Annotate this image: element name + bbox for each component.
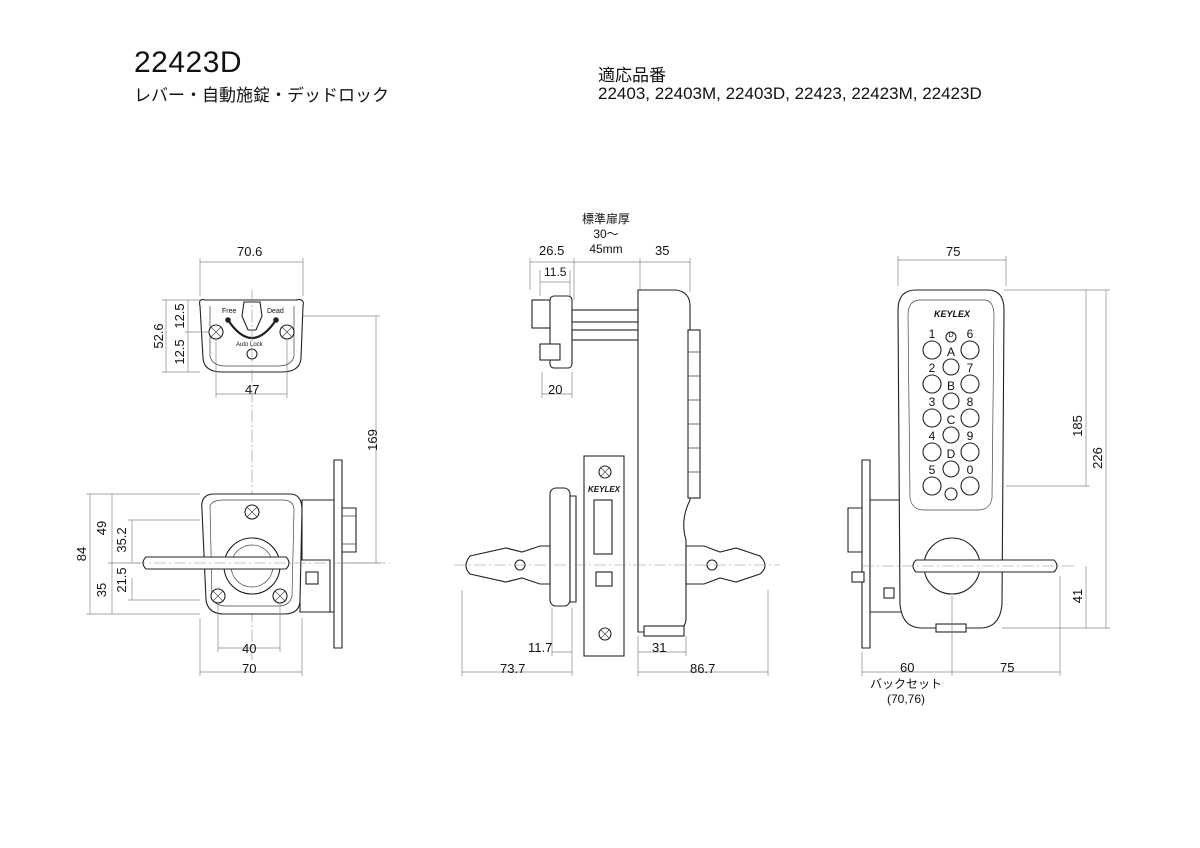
model-description: レバー・自動施錠・デッドロック — [134, 86, 389, 106]
key-B-button[interactable] — [942, 392, 960, 410]
key-4-button[interactable] — [922, 442, 942, 462]
dim-inside-width: 70 — [242, 661, 256, 676]
key-5-button[interactable] — [922, 476, 942, 496]
key-right-8-label: 8 — [967, 395, 974, 409]
dim-inside-upper2: 35.2 — [114, 527, 129, 552]
label-dead: Dead — [267, 308, 284, 315]
dim-lever: 75 — [1000, 660, 1014, 675]
key-right-7-label: 7 — [967, 361, 974, 375]
key-2-button[interactable] — [922, 374, 942, 394]
key-3-button[interactable] — [922, 408, 942, 428]
key-mid-A-label: A — [947, 345, 955, 359]
key-9-button[interactable] — [960, 442, 980, 462]
dim-86-7: 86.7 — [690, 661, 715, 676]
key-top-indicator-label: D — [948, 332, 953, 339]
cylinder-view: Free Dead Auto Lock 70.6 47 52.6 12.5 12… — [151, 244, 304, 660]
dim-backset: 60 — [900, 660, 914, 675]
dim-front-41: 41 — [1070, 589, 1085, 603]
dim-11-7: 11.7 — [528, 640, 552, 655]
dim-front-185: 185 — [1070, 415, 1085, 437]
key-left-2-label: 2 — [929, 361, 936, 375]
key-left-5-label: 5 — [929, 463, 936, 477]
dim-11-5: 11.5 — [544, 265, 567, 279]
dim-26-5: 26.5 — [539, 243, 564, 258]
key-D-button[interactable] — [942, 460, 960, 478]
door-thickness-label: 標準扉厚 — [582, 211, 630, 226]
dim-center-to-top: 169 — [365, 429, 380, 451]
key-left-4-label: 4 — [929, 429, 936, 443]
key-top-indicator — [945, 331, 957, 343]
dim-front-width: 75 — [946, 244, 960, 259]
dim-31: 31 — [652, 640, 666, 655]
dim-inside-upper: 49 — [94, 521, 109, 535]
key-left-3-label: 3 — [929, 395, 936, 409]
inside-lever-view: 84 49 35 35.2 21.5 40 70 169 — [74, 315, 390, 676]
key-0-button[interactable] — [960, 476, 980, 496]
dim-inside-hole-pitch: 40 — [242, 641, 256, 656]
side-view: 標準扉厚 30〜 45mm 26.5 11.5 35 20 KEYLEX — [454, 211, 780, 676]
front-brand: KEYLEX — [934, 309, 971, 319]
dim-73-7: 73.7 — [500, 661, 525, 676]
compatible-models: 22403, 22403M, 22403D, 22423, 22423M, 22… — [598, 84, 982, 103]
label-free: Free — [222, 308, 237, 315]
key-1-button[interactable] — [922, 340, 942, 360]
key-mid-D-label: D — [947, 447, 956, 461]
key-8-button[interactable] — [960, 408, 980, 428]
dim-cyl-upper: 12.5 — [172, 303, 187, 328]
key-right-6-label: 6 — [967, 327, 974, 341]
key-C-button[interactable] — [942, 426, 960, 444]
key-right-0-label: 0 — [967, 463, 974, 477]
backset-label: バックセット — [870, 677, 942, 691]
door-thickness-max: 45mm — [589, 242, 622, 256]
dim-cyl-hole-pitch: 47 — [245, 382, 259, 397]
key-right-9-label: 9 — [967, 429, 974, 443]
model-number: 22423D — [134, 46, 243, 79]
key-mid-C-label: C — [947, 413, 956, 427]
dim-cyl-width: 70.6 — [237, 244, 262, 259]
dim-cyl-lower: 12.5 — [172, 339, 187, 364]
key-mid-B-label: B — [947, 379, 955, 393]
dim-front-226: 226 — [1090, 447, 1105, 469]
dim-cyl-height: 52.6 — [151, 323, 166, 348]
dim-inside-total: 84 — [74, 547, 89, 561]
label-auto-lock: Auto Lock — [236, 342, 264, 348]
dim-inside-lower: 35 — [94, 583, 109, 597]
key-bottom-indicator — [944, 487, 958, 501]
key-6-button[interactable] — [960, 340, 980, 360]
dim-20: 20 — [548, 382, 562, 397]
key-A-button[interactable] — [942, 358, 960, 376]
backset-options: (70,76) — [887, 692, 925, 706]
key-left-1-label: 1 — [929, 327, 936, 341]
dim-inside-lower2: 21.5 — [114, 567, 129, 592]
door-thickness-min: 30〜 — [593, 227, 618, 241]
key-7-button[interactable] — [960, 374, 980, 394]
compatible-label: 適応品番 — [598, 66, 666, 86]
dim-35: 35 — [655, 243, 669, 258]
side-brand: KEYLEX — [588, 485, 621, 494]
